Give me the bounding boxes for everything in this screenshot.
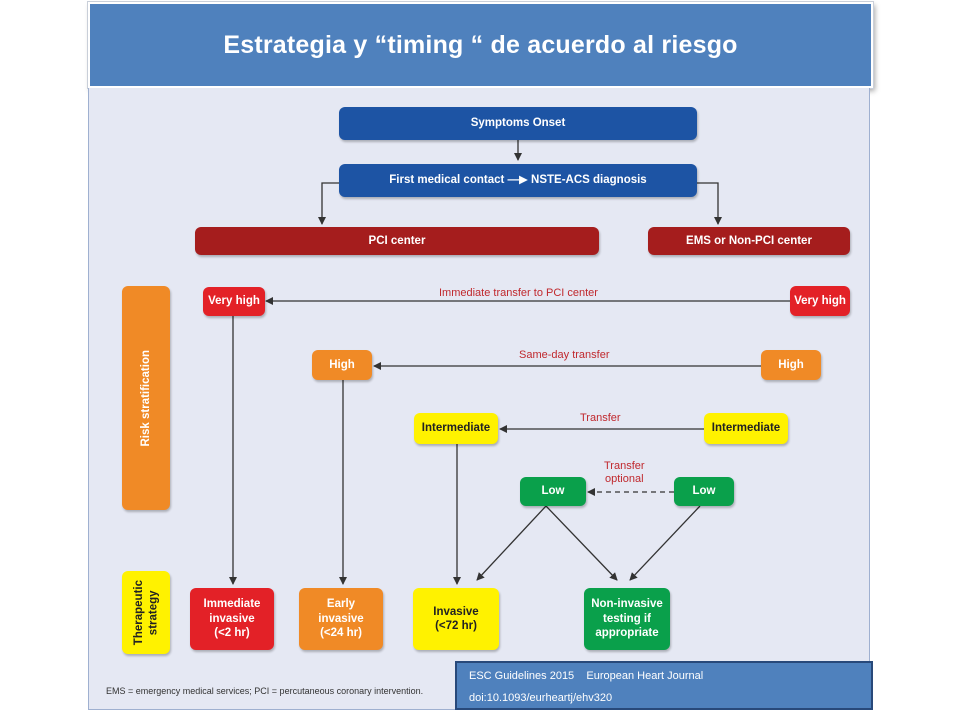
transfer-label: Transfer: [580, 412, 621, 424]
transfer-optional-label: Transfer optional: [604, 460, 645, 485]
citation-line2: doi:10.1093/eurheartj/ehv320: [469, 692, 613, 704]
first-contact-label: First medical contact —▶ NSTE-ACS diagno…: [389, 174, 647, 187]
therapeutic-strategy-label: Therapeutic strategy: [132, 580, 161, 645]
noninvasive-line1: Non-invasive: [591, 598, 663, 611]
invasive-line1: Invasive: [433, 605, 479, 618]
immediate-line3: (<2 hr): [214, 627, 250, 640]
first-contact-box: First medical contact —▶ NSTE-ACS diagno…: [339, 164, 697, 197]
ems-intermediate-label: Intermediate: [711, 422, 781, 435]
early-invasive-box: Early invasive (<24 hr): [299, 588, 383, 650]
early-line1: Early: [326, 598, 356, 611]
arrow-low-left-to-noninvasive: [545, 505, 618, 581]
immediate-line1: Immediate: [203, 598, 261, 611]
citation-box: ESC Guidelines 2015 European Heart Journ…: [455, 661, 873, 710]
immediate-line2: invasive: [209, 612, 255, 625]
noninvasive-line3: appropriate: [595, 627, 659, 640]
early-line2: invasive: [318, 612, 364, 625]
pci-intermediate-box: Intermediate: [414, 413, 498, 444]
noninvasive-line2: testing if: [603, 612, 651, 625]
risk-stratification-label: Risk stratification: [139, 349, 152, 447]
ems-low-label: Low: [692, 485, 716, 498]
citation-line1: ESC Guidelines 2015 European Heart Journ…: [469, 670, 704, 682]
slide-title: Estrategia y “timing “ de acuerdo al rie…: [223, 30, 738, 59]
noninvasive-testing-box: Non-invasive testing if appropriate: [584, 588, 670, 650]
arrow-low-right-to-noninvasive: [629, 505, 701, 581]
pci-intermediate-label: Intermediate: [421, 422, 491, 435]
same-day-transfer-label: Same-day transfer: [519, 349, 610, 361]
ems-very-high-box: Very high: [790, 286, 850, 316]
ems-high-label: High: [778, 358, 804, 371]
ems-low-box: Low: [674, 477, 734, 506]
invasive-line2: (<72 hr): [435, 620, 477, 632]
pci-low-label: Low: [541, 485, 565, 498]
ems-center-label: EMS or Non-PCI center: [686, 234, 812, 247]
immediate-invasive-box: Immediate invasive (<2 hr): [190, 588, 274, 650]
title-banner: Estrategia y “timing “ de acuerdo al rie…: [88, 2, 873, 88]
early-line3: (<24 hr): [320, 627, 362, 640]
pci-center-box: PCI center: [195, 227, 599, 255]
pci-high-label: High: [329, 358, 355, 371]
therapeutic-strategy-bar: Therapeutic strategy: [122, 571, 170, 654]
transfer-optional-line2: optional: [605, 472, 644, 485]
immediate-invasive-label: Immediate invasive (<2 hr): [204, 597, 261, 640]
ems-intermediate-box: Intermediate: [704, 413, 788, 444]
arrow-low-left-to-invasive: [476, 505, 547, 581]
noninvasive-testing-label: Non-invasive testing if appropriate: [591, 597, 663, 640]
arrow-contact-to-ems: [697, 182, 722, 225]
pci-low-box: Low: [520, 477, 586, 506]
risk-stratification-bar: Risk stratification: [122, 286, 170, 510]
pci-very-high-label: Very high: [208, 295, 260, 308]
invasive-label: Invasive (<72 hr): [433, 605, 478, 634]
symptoms-onset-label: Symptoms Onset: [470, 117, 566, 130]
pci-high-box: High: [312, 350, 372, 380]
ems-very-high-label: Very high: [794, 294, 846, 307]
invasive-box: Invasive (<72 hr): [413, 588, 499, 650]
abbreviations-footnote: EMS = emergency medical services; PCI = …: [106, 686, 424, 696]
therapeutic-line1: Therapeutic: [132, 579, 145, 646]
pci-center-label: PCI center: [368, 234, 426, 247]
immediate-transfer-label: Immediate transfer to PCI center: [439, 287, 598, 299]
ems-high-box: High: [761, 350, 821, 380]
transfer-optional-line1: Transfer: [604, 460, 645, 472]
symptoms-onset-box: Symptoms Onset: [339, 107, 697, 140]
therapeutic-line2: strategy: [147, 590, 159, 635]
arrow-contact-to-pci: [318, 182, 340, 225]
pci-very-high-box: Very high: [203, 287, 265, 316]
early-invasive-label: Early invasive (<24 hr): [318, 597, 363, 640]
ems-center-box: EMS or Non-PCI center: [648, 227, 850, 255]
